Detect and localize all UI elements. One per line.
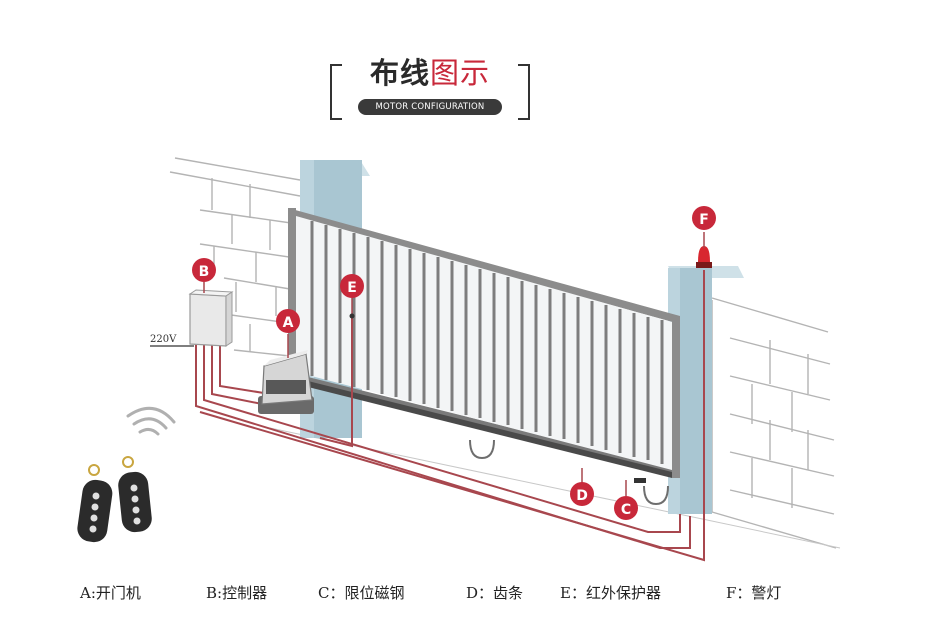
title-accent: 图示: [430, 56, 491, 90]
page-subtitle: MOTOR CONFIGURATION: [358, 99, 502, 115]
legend-item-c: C：限位磁钢: [318, 584, 405, 602]
remote-control-icon-2: [118, 456, 152, 533]
title-prefix: 布线: [369, 56, 430, 90]
marker-f-label: F: [699, 212, 709, 228]
marker-c-label: C: [621, 502, 631, 518]
legend-item-d: D：齿条: [466, 584, 524, 602]
gate-wheel-right: [643, 485, 669, 506]
legend-item-b: B:控制器: [206, 584, 268, 602]
marker-d: D: [570, 482, 594, 506]
voltage-label: 220V: [150, 334, 177, 345]
marker-b-label: B: [199, 264, 210, 280]
marker-f: F: [692, 206, 716, 230]
marker-b: B: [192, 258, 216, 282]
marker-e-label: E: [347, 280, 357, 296]
wireless-signal-icon: [126, 406, 176, 436]
left-brick-wall: [169, 157, 301, 357]
marker-a-label: A: [283, 315, 294, 331]
warning-light-icon: [696, 232, 712, 268]
title-bracket-right: [518, 64, 530, 120]
controller-box: [188, 282, 234, 347]
marker-a: A: [276, 309, 300, 333]
gate-motor: [258, 334, 314, 414]
gate-wheel-left: [469, 439, 495, 460]
legend-item-e: E：红外保护器: [560, 584, 661, 602]
page-title: 布线图示: [330, 50, 530, 92]
header-title-block: 布线图示 MOTOR CONFIGURATION: [330, 46, 530, 120]
marker-d-label: D: [576, 488, 588, 504]
gear-rack: [296, 378, 672, 478]
marker-e: E: [340, 274, 364, 319]
right-brick-wall: [711, 297, 837, 549]
power-line: 220V: [150, 334, 194, 347]
legend-item-a: A:开门机: [80, 584, 141, 602]
marker-c: C: [614, 496, 638, 520]
sliding-gate: [288, 208, 680, 506]
title-bracket-left: [330, 64, 342, 120]
wiring: [195, 270, 705, 562]
legend-item-f: F：警灯: [726, 584, 782, 602]
limit-magnet: [634, 478, 646, 483]
remote-control-icon: [77, 464, 113, 543]
